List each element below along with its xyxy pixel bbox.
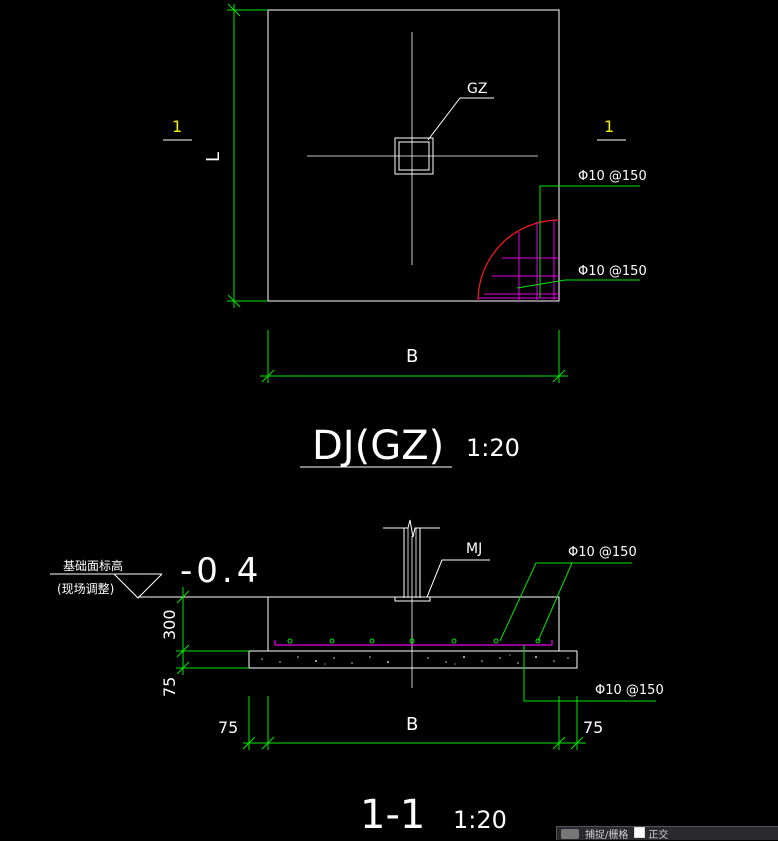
plan-rebar-top-label: Φ10 @150	[578, 169, 647, 184]
gz-leader	[427, 97, 494, 141]
dim-tick-b3	[552, 736, 566, 750]
cushion-layer	[248, 650, 578, 669]
status-item-ortho-label: 正交	[648, 830, 669, 841]
plan-view: GZ 1 1 L B Φ	[163, 3, 647, 469]
column-label: GZ	[467, 81, 487, 97]
dim-l-tick-bottom	[227, 294, 241, 308]
section-rebar-top-leader-1	[499, 562, 632, 642]
section-rebar-bottom-label: Φ10 @150	[595, 683, 664, 698]
embed-plate	[394, 596, 431, 602]
status-item-snap[interactable]: 捕捉/栅格	[585, 830, 629, 841]
status-bar-icon[interactable]	[561, 828, 579, 839]
section-rebar-bottom-leader	[523, 645, 656, 702]
dim-tick-b2	[261, 736, 275, 750]
section-rebar-top-leader-2	[537, 562, 573, 642]
section-scale: 1:20	[453, 806, 507, 834]
section-mark-left: 1	[172, 117, 182, 136]
dim-height-label: 300	[160, 609, 179, 640]
elevation-note-line1: 基础面标高	[63, 558, 123, 573]
rebar-mesh	[478, 220, 559, 301]
rebar-bottom-leader	[516, 279, 640, 289]
dim-tick-1	[176, 590, 190, 604]
status-item-ortho[interactable]: 正交	[634, 826, 668, 841]
column-break-line	[383, 519, 440, 538]
column-inner	[398, 141, 430, 171]
mj-leader	[426, 559, 490, 598]
plan-title: DJ(GZ)	[312, 423, 444, 469]
status-bar: 捕捉/栅格 正交	[556, 826, 778, 841]
section-view: MJ Φ10 @150 Φ10 @150 基础	[50, 519, 664, 838]
dim-b-tick-left	[261, 369, 275, 383]
section-title: 1-1	[360, 792, 425, 838]
dim-cushion-label: 75	[160, 677, 179, 697]
elevation-value: -0.4	[180, 551, 262, 591]
dim-left-label: 75	[218, 718, 238, 737]
dim-tick-b1	[242, 736, 256, 750]
dim-section-width-label: B	[406, 714, 418, 735]
cushion-hatch	[261, 654, 569, 665]
rebar-top-leader	[539, 185, 640, 298]
dim-tick-3	[176, 661, 190, 675]
plan-scale: 1:20	[466, 434, 520, 462]
ortho-checkbox[interactable]	[634, 827, 646, 838]
rebar-cut-arc	[477, 219, 560, 302]
dim-tick-2	[176, 644, 190, 658]
elevation-triangle	[113, 573, 163, 599]
section-rebar-dots	[287, 638, 541, 644]
dim-b-tick-right	[552, 369, 566, 383]
dim-tick-b4	[570, 736, 584, 750]
plan-rebar-bottom-label: Φ10 @150	[578, 264, 647, 279]
section-mark-right: 1	[604, 117, 614, 136]
dim-width-label: B	[406, 346, 418, 367]
footing-plan-outline	[267, 9, 560, 302]
elevation-note-line2: (现场调整)	[57, 581, 114, 596]
dim-length-label: L	[203, 152, 224, 162]
section-rebar-top-label: Φ10 @150	[568, 545, 637, 560]
dim-right-label: 75	[583, 718, 603, 737]
dim-l-tick-top	[227, 3, 241, 17]
embed-label: MJ	[466, 541, 482, 557]
column-outer	[394, 137, 434, 175]
